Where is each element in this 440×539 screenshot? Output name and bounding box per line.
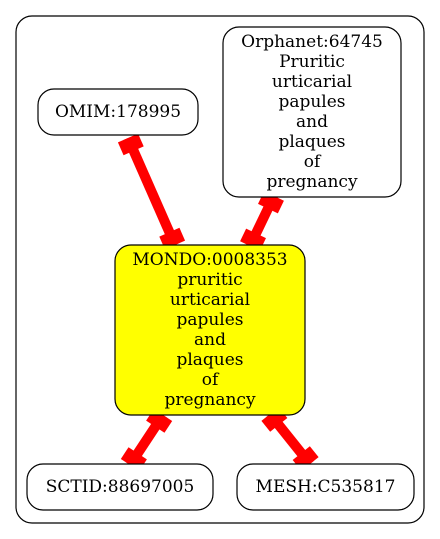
node-name-line: and xyxy=(296,112,328,132)
node-id-label: MONDO:0008353 xyxy=(132,250,287,270)
node-name-line: urticarial xyxy=(170,290,250,310)
node-name-line: Pruritic xyxy=(279,52,345,72)
node-sctid[interactable]: SCTID:88697005 xyxy=(26,463,214,511)
node-mondo[interactable]: MONDO:0008353pruriticurticarialpapulesan… xyxy=(114,244,306,416)
node-id-label: MESH:C535817 xyxy=(256,477,396,497)
node-omim[interactable]: OMIM:178995 xyxy=(37,88,199,136)
node-mesh[interactable]: MESH:C535817 xyxy=(236,463,415,511)
node-name-line: plaques xyxy=(176,350,243,370)
edge-line xyxy=(123,135,180,248)
node-name-line: plaques xyxy=(278,132,345,152)
node-name-line: papules xyxy=(176,310,243,330)
node-name-line: papules xyxy=(278,92,345,112)
node-name-line: pregnancy xyxy=(266,172,358,192)
node-name-line: and xyxy=(194,330,226,350)
node-box xyxy=(37,88,199,136)
node-name-line: of xyxy=(202,370,220,390)
node-name-line: of xyxy=(304,152,322,172)
node-name-line: pruritic xyxy=(177,270,242,290)
edge-omim-mondo xyxy=(117,133,186,250)
edge-cap-start xyxy=(117,133,144,156)
node-box xyxy=(26,463,214,511)
edge-cap-end xyxy=(159,227,186,250)
node-id-label: OMIM:178995 xyxy=(55,102,181,122)
node-name-line: urticarial xyxy=(272,72,352,92)
node-box xyxy=(236,463,415,511)
nodes-layer: MONDO:0008353pruriticurticarialpapulesan… xyxy=(26,26,415,511)
node-orphanet[interactable]: Orphanet:64745Pruriticurticarialpapulesa… xyxy=(222,26,402,198)
node-box xyxy=(114,244,306,416)
node-name-line: pregnancy xyxy=(164,390,256,410)
node-id-label: Orphanet:64745 xyxy=(241,32,383,52)
node-box xyxy=(222,26,402,198)
node-id-label: SCTID:88697005 xyxy=(46,477,195,497)
